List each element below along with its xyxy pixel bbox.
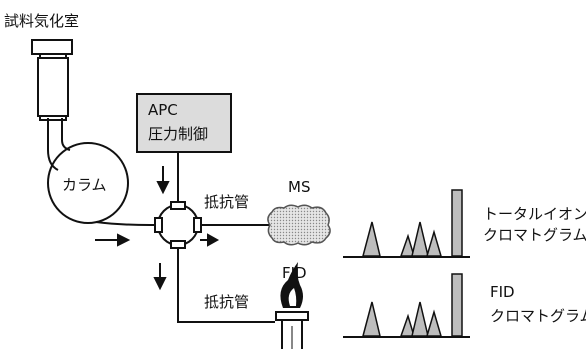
apc-pressure-control-label: 圧力制御	[148, 125, 209, 143]
column-coil-icon	[47, 118, 158, 226]
tic-label-line1: トータルイオン	[483, 205, 586, 223]
apc-box: APC 圧力制御	[136, 93, 232, 153]
ms-label: MS	[288, 178, 311, 196]
fid-chromatogram	[343, 273, 470, 338]
injector-icon	[31, 39, 73, 121]
fid-label: FID	[282, 264, 307, 282]
fid-flame-icon	[275, 262, 309, 349]
ms-detector-icon	[267, 204, 331, 246]
flow-arrow-icon	[95, 166, 220, 291]
fid-chromatogram-label-line1: FID	[490, 283, 515, 301]
splitter-icon	[154, 201, 202, 249]
injector-label: 試料気化室	[4, 12, 80, 30]
apc-label: APC	[148, 101, 178, 119]
restrictor-bottom-label: 抵抗管	[204, 293, 250, 311]
fid-restrictor-line	[177, 248, 275, 323]
column-label: カラム	[62, 176, 107, 194]
tic-chromatogram	[343, 189, 470, 258]
fid-chromatogram-label-line2: クロマトグラム	[490, 307, 586, 325]
tic-label-line2: クロマトグラム	[483, 226, 586, 244]
restrictor-top-label: 抵抗管	[204, 193, 250, 211]
